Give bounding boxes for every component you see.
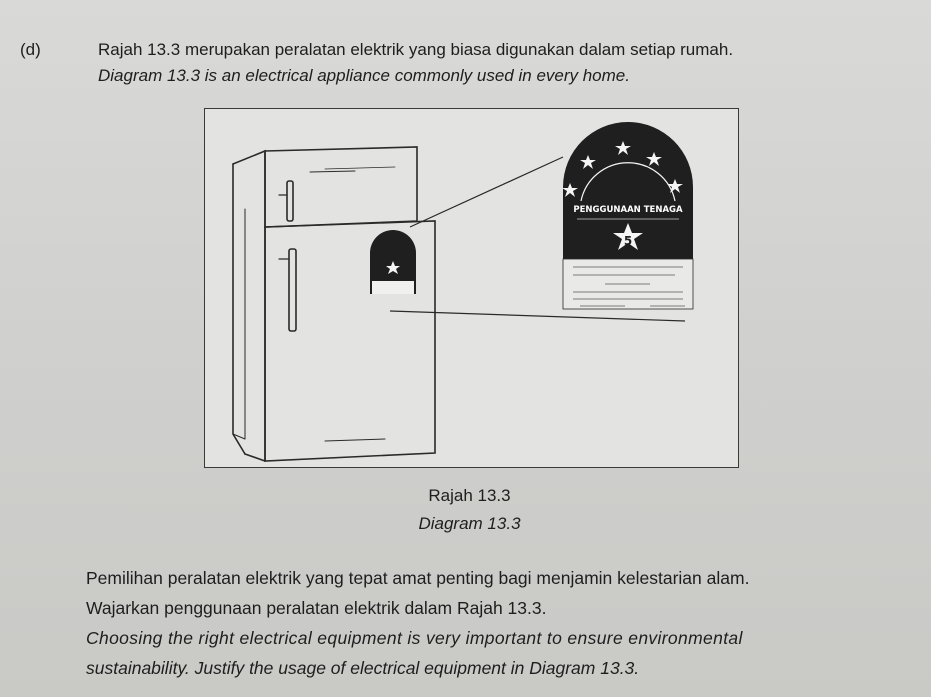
- star-4: [562, 183, 578, 197]
- zoom-line-bottom: [389, 310, 686, 322]
- refrigerator: [232, 146, 436, 462]
- instruction-line-1: Pemilihan peralatan elektrik yang tepat …: [86, 568, 750, 588]
- star-2: [615, 141, 631, 155]
- refrigerator-illustration: PENGGUNAAN TENAGA 5: [232, 122, 694, 462]
- question-text-malay: Rajah 13.3 merupakan peralatan elektrik …: [98, 40, 734, 59]
- energy-label-title: PENGGUNAAN TENAGA: [573, 205, 683, 215]
- instruction-line-2: Wajarkan penggunaan peralatan elektrik d…: [86, 598, 547, 618]
- question-text-english: Diagram 13.3 is an electrical appliance …: [98, 66, 630, 85]
- energy-rating-stars: [562, 141, 683, 197]
- energy-label-large: PENGGUNAAN TENAGA 5: [562, 122, 694, 310]
- instruction-line-4: sustainability. Justify the usage of ele…: [86, 658, 640, 678]
- rating-star-icon: [613, 223, 643, 250]
- star-1: [580, 155, 596, 169]
- figure-caption-english: Diagram 13.3: [418, 514, 521, 533]
- refrigerator-diagram: PENGGUNAAN TENAGA 5: [204, 108, 739, 468]
- zoom-line-top: [409, 156, 564, 228]
- figure-caption-malay: Rajah 13.3: [428, 486, 511, 505]
- energy-rating-number: 5: [624, 234, 632, 248]
- question-number: (d): [20, 40, 41, 59]
- star-5: [667, 179, 683, 193]
- star-3: [646, 152, 662, 166]
- instruction-line-3: Choosing the right electrical equipment …: [86, 628, 743, 648]
- small-energy-label: [370, 230, 416, 294]
